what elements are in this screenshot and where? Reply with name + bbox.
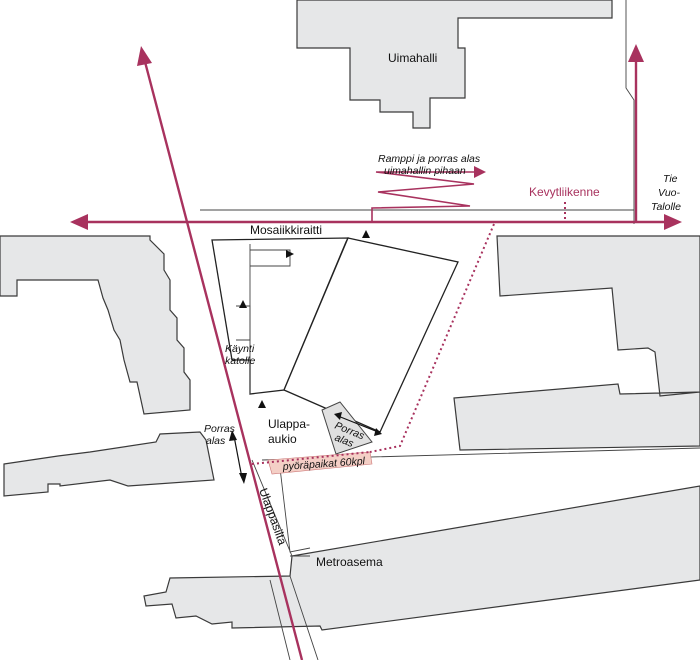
- porras-mid-arrow-right-icon: [374, 428, 382, 436]
- uimahalli-label: Uimahalli: [388, 51, 437, 65]
- diagonal-route: [142, 57, 304, 660]
- tie-label-line1: Tie: [663, 173, 678, 185]
- kevytliikenne-dotted-path: [251, 223, 495, 465]
- porras-mid-line: [337, 415, 379, 433]
- stair-side-arrow-icon: [239, 300, 247, 308]
- left-lower-building: [3, 431, 215, 497]
- tie-label-line3: Talolle: [651, 201, 681, 213]
- ramp-label-line1: Ramppi ja porras alas: [378, 153, 481, 165]
- metroasema-building: [143, 485, 700, 631]
- entrance-marker-bottom-icon: [258, 400, 266, 408]
- mosaiikkiraitti-label: Mosaiikkiraitti: [250, 223, 322, 237]
- stair-box-top: [250, 249, 291, 267]
- boundary-line-top-right: [625, 0, 635, 224]
- right-building: [453, 235, 700, 451]
- ramp-zigzag: [371, 171, 476, 222]
- arrow-up-icon: [628, 44, 644, 62]
- kevytliikenne-label: Kevytliikenne: [529, 185, 600, 199]
- kaynti-label-line1: Käynti: [225, 343, 255, 355]
- stair-top-arrow-icon: [286, 250, 294, 258]
- kaynti-label-line2: katolle: [225, 355, 256, 367]
- ramp-label-line2: uimahallin pihaan: [384, 165, 466, 177]
- entrance-marker-top-icon: [362, 230, 370, 238]
- metroasema-label: Metroasema: [316, 555, 383, 569]
- porras-left-label-line2: alas: [206, 435, 226, 447]
- ulappasilta-label: Ulappasilta: [256, 486, 290, 547]
- arrow-left-icon: [70, 214, 88, 230]
- ulappa-label-line1: Ulappa-: [268, 417, 310, 431]
- porras-mid-arrow-left-icon: [334, 412, 342, 420]
- porras-stair: [321, 401, 373, 455]
- bike-parking-area: [267, 451, 373, 475]
- ulappa-label-line2: aukio: [268, 432, 297, 446]
- left-building: [0, 235, 191, 415]
- porras-left-arrow-top-icon: [229, 430, 237, 441]
- porras-left-label-line1: Porras: [204, 423, 236, 435]
- arrow-right-icon: [664, 214, 682, 230]
- porras-left-arrow-bottom-icon: [239, 473, 247, 484]
- arrow-up-left-icon: [137, 46, 152, 66]
- bridge-lower-right: [289, 575, 319, 660]
- porras-left-line: [233, 435, 243, 479]
- bridge-lower-left: [269, 579, 291, 660]
- uimahalli-building: [296, 0, 613, 129]
- tie-label-line2: Vuo-: [658, 187, 680, 199]
- ramp-arrow-icon: [474, 166, 486, 178]
